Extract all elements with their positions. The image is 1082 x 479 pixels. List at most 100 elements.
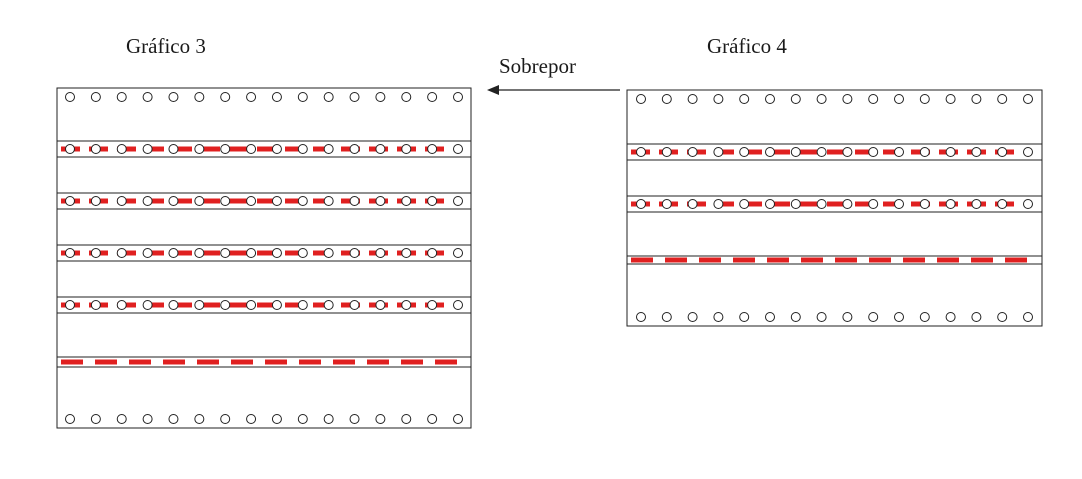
chart3-red-dash <box>265 359 287 365</box>
chart3-top-circle <box>271 92 282 102</box>
chart4-band-circle <box>687 147 698 157</box>
chart3-red-dash <box>173 302 192 308</box>
chart4-red-dash <box>827 201 846 207</box>
chart3-band-circle <box>194 248 205 258</box>
chart3-band-circle <box>453 196 463 206</box>
chart3-band-circle <box>375 144 386 154</box>
chart3-band-circle <box>194 144 205 154</box>
chart3-red-dash <box>197 359 219 365</box>
chart4-top-circle <box>713 94 724 104</box>
chart4-top-circle <box>790 94 801 104</box>
chart3-band-circle <box>427 144 438 154</box>
chart4-band-circle <box>842 147 853 157</box>
chart3-red-dash <box>313 198 332 204</box>
chart3-bottom-circle <box>194 414 205 424</box>
chart4-band-circle <box>868 147 879 157</box>
chart4-top-circle <box>687 94 698 104</box>
chart4-top-circle <box>765 94 775 104</box>
chart4-band-circle <box>739 199 750 209</box>
chart4-red-dash <box>799 149 818 155</box>
chart4-band-circle <box>687 199 698 209</box>
chart3-band-circle <box>220 248 231 258</box>
chart4-red-dash <box>855 201 874 207</box>
chart4-red-dash <box>699 257 721 263</box>
chart4-bottom-circle <box>816 312 827 322</box>
chart3-band-circle <box>246 196 257 206</box>
chart3-red-dash <box>257 250 276 256</box>
chart3-band-circle <box>220 144 231 154</box>
chart4-red-dash <box>665 257 687 263</box>
chart4-bottom-circle <box>739 312 750 322</box>
chart4-red-dash <box>883 201 902 207</box>
chart4-red-dash <box>1005 257 1027 263</box>
chart3-band-circle <box>194 300 205 310</box>
chart3-red-dash <box>285 302 304 308</box>
chart4-band-circle <box>971 147 982 157</box>
chart4-bottom-circle <box>636 312 646 322</box>
chart3-bottom-circle <box>90 414 101 424</box>
chart3-band-circle <box>271 300 282 310</box>
chart3-top-circle <box>323 92 334 102</box>
chart3-band-circle <box>297 248 308 258</box>
chart3-band-circle <box>246 144 257 154</box>
chart3-top-circle <box>194 92 205 102</box>
chart3-band-circle <box>90 248 101 258</box>
chart3-band-circle <box>297 300 308 310</box>
chart4-band-circle <box>894 147 904 157</box>
chart3-band-circle <box>401 300 412 310</box>
chart3-red-dash <box>313 302 332 308</box>
chart4-band-circle <box>842 199 853 209</box>
chart3-bottom-circle <box>246 414 257 424</box>
chart4-band-circle <box>997 147 1008 157</box>
chart3-red-dash <box>435 359 457 365</box>
chart3-top-circle <box>65 92 75 102</box>
chart3-band-circle <box>323 144 334 154</box>
chart4-bottom-circle <box>971 312 982 322</box>
chart4-red-dash <box>855 149 874 155</box>
chart4-panel <box>626 89 1043 327</box>
chart4-band-circle <box>713 199 724 209</box>
chart3-top-circle <box>453 92 463 102</box>
chart3-band-circle <box>90 196 101 206</box>
chart3-red-dash <box>367 359 389 365</box>
chart4-band-circle <box>868 199 879 209</box>
chart3-red-dash <box>333 359 355 365</box>
chart4-top-circle <box>842 94 853 104</box>
chart4-bottom-circle <box>868 312 879 322</box>
chart3-red-dash <box>173 198 192 204</box>
chart3-band-circle <box>427 300 438 310</box>
chart4-top-circle <box>868 94 879 104</box>
chart3-band-circle <box>65 196 75 206</box>
chart4-band-circle <box>894 199 904 209</box>
chart3-red-dash <box>201 302 220 308</box>
chart3-bottom-circle <box>401 414 412 424</box>
chart4-red-dash <box>715 149 734 155</box>
chart4-band-circle <box>1023 147 1033 157</box>
chart4-frame <box>626 89 1043 327</box>
chart3-top-circle <box>427 92 438 102</box>
chart3-bottom-circle <box>65 414 75 424</box>
chart3-red-dash <box>201 250 220 256</box>
chart3-red-dash <box>201 146 220 152</box>
chart4-red-dash <box>771 149 790 155</box>
chart3-bottom-circle <box>220 414 231 424</box>
chart3-band-circle <box>323 248 334 258</box>
chart4-bottom-circle <box>997 312 1008 322</box>
chart3-band-circle <box>116 144 127 154</box>
chart4-top-circle <box>1023 94 1033 104</box>
chart3-band-circle <box>349 300 360 310</box>
chart4-red-dash <box>883 149 902 155</box>
chart4-band-circle <box>790 199 801 209</box>
chart3-band-circle <box>349 196 360 206</box>
chart3-red-dash <box>129 359 151 365</box>
overlay-arrow <box>487 85 620 95</box>
chart3-red-dash <box>257 302 276 308</box>
chart3-red-dash <box>299 359 321 365</box>
chart3-band-circle <box>427 196 438 206</box>
chart3-bottom-circle <box>323 414 334 424</box>
chart3-band-circle <box>65 300 75 310</box>
chart4-band-circle <box>713 147 724 157</box>
chart3-red-dash <box>285 146 304 152</box>
chart4-top-circle <box>919 94 930 104</box>
